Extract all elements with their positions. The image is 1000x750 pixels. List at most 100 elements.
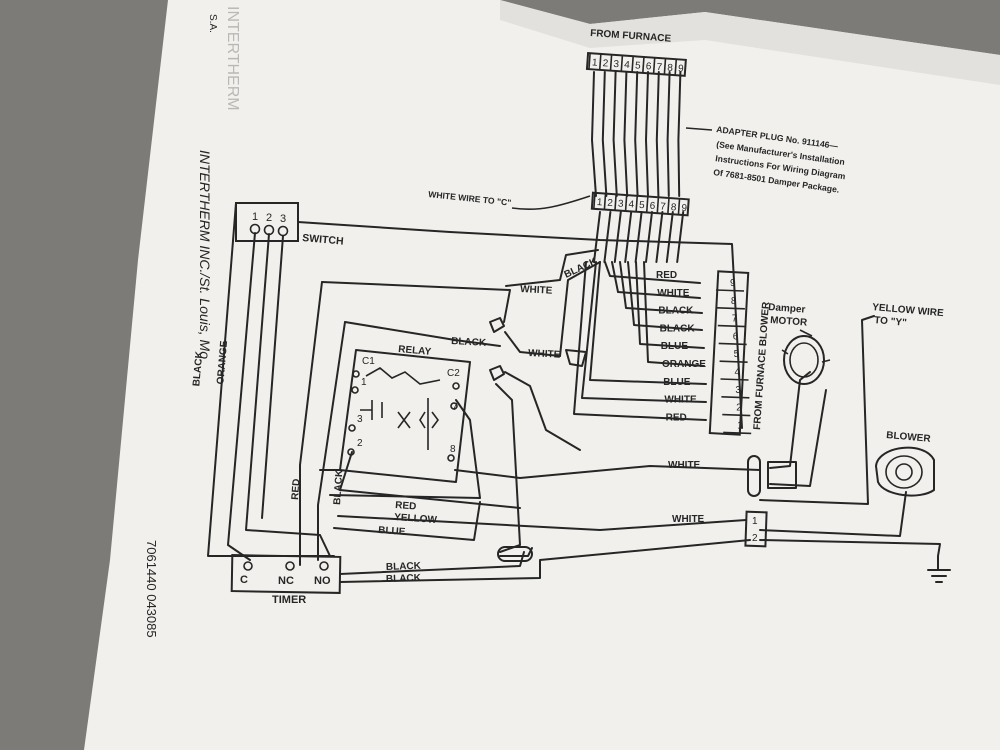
relay-pin-2: 2 <box>357 438 363 449</box>
timer-terminal-c: C <box>240 574 248 586</box>
white-mid-label: WHITE <box>528 348 561 361</box>
terminal-number: 6 <box>733 331 739 342</box>
terminal-number: 9 <box>730 278 736 289</box>
plug-pin-7: 7 <box>656 62 663 73</box>
timer-label: TIMER <box>272 594 306 606</box>
plug-pin-divider <box>609 54 613 71</box>
terminal-wire-color: BLUE <box>663 377 691 388</box>
blower-terminal-block: 1 2 <box>744 510 768 548</box>
plug-pin-5: 5 <box>639 200 646 211</box>
harness-wire <box>676 71 685 263</box>
black-vertical-label: BLACK <box>332 469 345 505</box>
plug-pin-1: 1 <box>592 57 599 68</box>
terminal-row-2: 2 WHITE <box>664 395 751 417</box>
relay-pin-1: 1 <box>361 377 367 388</box>
doc-number: 7061440 043085 <box>144 540 159 638</box>
terminal-number: 4 <box>735 367 741 378</box>
switch-terminal-3: 3 <box>280 213 286 225</box>
timer-black-label-2: BLACK <box>386 573 422 585</box>
terminal-number: 5 <box>734 349 740 360</box>
plug-pin-divider <box>677 198 681 215</box>
blower-label: BLOWER <box>886 430 932 445</box>
yellow-bottom-label: YELLOW <box>394 512 438 526</box>
connector-left-top <box>489 317 505 333</box>
red-vertical-label: RED <box>290 478 302 500</box>
plug-pin-divider <box>593 192 596 209</box>
adapter-note-pointer <box>685 127 713 131</box>
terminal-number: 2 <box>736 403 742 414</box>
plug-pin-8: 8 <box>667 63 674 74</box>
plug-pin-7: 7 <box>660 201 667 212</box>
plug-pin-divider <box>642 56 645 73</box>
plug-pin-divider <box>614 194 617 211</box>
terminal-wire-color: ORANGE <box>662 359 706 370</box>
damper-connector <box>767 461 797 489</box>
harness-wire <box>612 71 622 263</box>
plug-pin-divider <box>674 59 678 76</box>
timer-terminal-nc: NC <box>278 575 294 587</box>
faint-side-text: INTERTHERM <box>224 6 241 111</box>
blower-terminal-1: 1 <box>752 516 758 527</box>
terminal-number: 3 <box>735 385 741 396</box>
plug-pin-divider <box>588 53 591 70</box>
plug-pin-1: 1 <box>596 197 603 208</box>
plug-pin-divider <box>645 196 649 213</box>
plug-pin-divider <box>598 53 602 70</box>
plug-harness <box>591 71 685 263</box>
plug-pin-divider <box>624 194 628 212</box>
plug-pin-divider <box>603 193 607 210</box>
plug-pin-8: 8 <box>670 202 677 213</box>
terminal-number: 7 <box>732 314 738 325</box>
furnace-blower-terminal-strip: 9RED8WHITE7BLACK6BLACK5BLUE4ORANGE3BLUE2… <box>656 270 772 436</box>
blower-terminal-2: 2 <box>752 533 758 544</box>
timer-black-label-1: BLACK <box>386 561 422 573</box>
plug-pin-9: 9 <box>681 203 688 214</box>
terminal-wire-color: WHITE <box>664 395 697 406</box>
plug-pin-9: 9 <box>678 63 685 74</box>
terminal-wire-color: RED <box>656 270 677 281</box>
white-top-label: WHITE <box>520 284 553 297</box>
blower-unit: BLOWER <box>875 430 935 497</box>
plug-pin-4: 4 <box>628 199 635 210</box>
plug-pin-3: 3 <box>618 198 625 209</box>
relay-pin-7: 7 <box>452 402 458 413</box>
harness-wire <box>645 71 653 263</box>
switch-terminal-2: 2 <box>266 212 272 224</box>
paper-shadow <box>500 0 1000 85</box>
terminal-wire-color: BLUE <box>661 341 689 352</box>
blue-bottom-label: BLUE <box>378 525 406 538</box>
harness-wire <box>591 71 601 263</box>
corner-text: S.A. <box>207 14 218 33</box>
damper-motor: Damper MOTOR <box>768 302 831 385</box>
relay-contacts <box>360 367 441 450</box>
yellow-wire-label-2: TO "Y" <box>874 315 908 329</box>
switch-label: SWITCH <box>302 232 344 248</box>
damper-label-1: Damper <box>768 302 806 316</box>
terminal-row-9: 9 RED <box>656 270 745 292</box>
plug-pin-divider <box>656 197 660 214</box>
ground-symbol <box>927 569 951 583</box>
relay-box: RELAY C1 C2 1 3 2 7 8 <box>339 344 471 483</box>
terminal-row-7: 7 BLACK <box>658 306 746 328</box>
plug-pin-divider <box>663 58 667 75</box>
terminal-wire-color: BLACK <box>658 306 694 317</box>
plug-pin-5: 5 <box>635 60 642 71</box>
plug-pin-2: 2 <box>602 58 609 69</box>
plug-pin-6: 6 <box>645 61 652 72</box>
relay-c1: C1 <box>362 356 375 367</box>
paper-sheet <box>84 0 1000 750</box>
switch-orange-wire <box>245 233 331 557</box>
terminal-number: 1 <box>737 420 743 431</box>
black-left-label: BLACK <box>191 350 205 387</box>
white-wire-c-pointer <box>511 195 591 211</box>
white-blower-label: WHITE <box>672 514 705 525</box>
terminal-row-5: 5 BLUE <box>661 341 748 363</box>
timer-terminal-no: NO <box>314 575 331 587</box>
switch-3-wire <box>261 235 284 519</box>
plug-pin-divider <box>667 197 670 215</box>
